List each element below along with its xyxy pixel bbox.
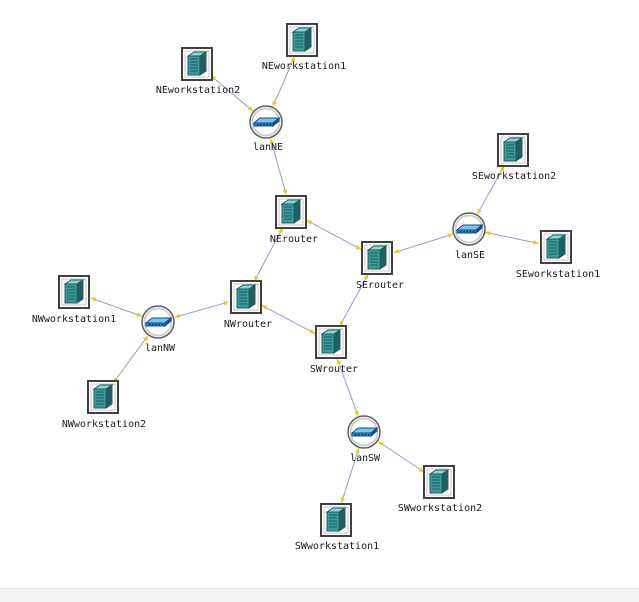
edge-arrowhead bbox=[272, 100, 278, 107]
edge-NEworkstation1-lanNE bbox=[272, 56, 296, 107]
status-strip bbox=[0, 588, 639, 602]
edge-SErouter-SWrouter bbox=[339, 273, 369, 327]
edge-arrowhead bbox=[306, 220, 313, 225]
node-label: lanNE bbox=[253, 142, 283, 153]
edge-lanSW-SWworkstation2 bbox=[377, 441, 425, 473]
edge-arrowhead bbox=[269, 138, 275, 144]
edge-arrowhead bbox=[340, 497, 346, 503]
edge-arrowhead bbox=[282, 189, 288, 195]
node-label: NWworkstation2 bbox=[62, 419, 146, 430]
workstation-computer-icon bbox=[497, 133, 529, 167]
node-lanSW[interactable]: lanSW bbox=[347, 415, 381, 464]
edge-lanSW-SWworkstation1 bbox=[340, 448, 360, 503]
node-SWrouter[interactable]: SWrouter bbox=[310, 325, 358, 375]
edge-arrowhead bbox=[290, 56, 295, 63]
node-NEworkstation2[interactable]: NEworkstation2 bbox=[156, 47, 240, 96]
workstation-computer-icon bbox=[320, 503, 352, 537]
edge-arrowhead bbox=[336, 358, 342, 365]
edge-NWrouter-SWrouter bbox=[261, 304, 316, 335]
edge-NWrouter-lanNW bbox=[174, 300, 229, 319]
edge-arrowhead bbox=[174, 313, 180, 319]
edge-arrowhead bbox=[447, 233, 453, 238]
lan-hub-icon bbox=[452, 212, 486, 246]
node-NEworkstation1[interactable]: NEworkstation1 bbox=[262, 23, 346, 72]
edge-arrowhead bbox=[477, 208, 482, 215]
edge-lanSE-SEworkstation1 bbox=[485, 231, 539, 245]
router-computer-icon bbox=[315, 325, 347, 359]
edge-arrowhead bbox=[485, 231, 492, 236]
edge-arrowhead bbox=[136, 312, 142, 317]
node-label: NEworkstation1 bbox=[262, 61, 346, 72]
node-label: SEworkstation1 bbox=[516, 269, 600, 280]
edge-arrowhead bbox=[339, 320, 345, 327]
edge-lanNE-NErouter bbox=[269, 138, 288, 195]
edge-arrowhead bbox=[354, 410, 359, 417]
node-NWworkstation2[interactable]: NWworkstation2 bbox=[62, 380, 146, 430]
edge-arrowhead bbox=[499, 165, 505, 172]
node-label: NEworkstation2 bbox=[156, 85, 240, 96]
workstation-computer-icon bbox=[423, 465, 455, 499]
edge-arrowhead bbox=[261, 305, 268, 310]
edge-arrowhead bbox=[378, 441, 384, 447]
edge-arrowhead bbox=[254, 275, 259, 282]
lan-hub-icon bbox=[249, 105, 283, 139]
node-NWrouter[interactable]: NWrouter bbox=[224, 280, 272, 330]
edge-arrowhead bbox=[90, 297, 97, 302]
node-lanNE[interactable]: lanNE bbox=[249, 105, 283, 153]
node-lanNW[interactable]: lanNW bbox=[141, 305, 176, 354]
node-lanSE[interactable]: lanSE bbox=[452, 212, 486, 261]
node-SWworkstation2[interactable]: SWworkstation2 bbox=[398, 465, 482, 514]
edge-arrowhead bbox=[355, 448, 360, 454]
node-label: NErouter bbox=[270, 234, 318, 245]
router-computer-icon bbox=[275, 195, 307, 229]
workstation-computer-icon bbox=[58, 275, 90, 309]
router-computer-icon bbox=[230, 280, 262, 314]
workstation-computer-icon bbox=[87, 380, 119, 414]
node-SErouter[interactable]: SErouter bbox=[356, 241, 404, 291]
node-NErouter[interactable]: NErouter bbox=[270, 195, 318, 245]
edge-arrowhead bbox=[394, 248, 400, 254]
node-label: SErouter bbox=[356, 280, 404, 291]
node-NWworkstation1[interactable]: NWworkstation1 bbox=[32, 275, 116, 325]
edge-lanNW-NWworkstation2 bbox=[113, 335, 149, 383]
node-SWworkstation1[interactable]: SWworkstation1 bbox=[295, 503, 379, 552]
edge-NErouter-SErouter bbox=[306, 220, 362, 250]
edge-lanNW-NWworkstation1 bbox=[90, 297, 143, 317]
edges-layer bbox=[90, 56, 539, 503]
node-label: SEworkstation2 bbox=[472, 171, 556, 182]
edge-SEworkstation2-lanSE bbox=[476, 165, 505, 215]
node-SEworkstation1[interactable]: SEworkstation1 bbox=[516, 230, 600, 280]
edge-arrowhead bbox=[247, 106, 253, 112]
lan-hub-icon bbox=[141, 305, 175, 339]
edge-lanSE-SErouter bbox=[394, 233, 453, 254]
edge-arrowhead bbox=[223, 300, 229, 306]
edge-NErouter-NWrouter bbox=[253, 227, 284, 282]
node-label: lanSE bbox=[455, 250, 485, 261]
node-label: SWrouter bbox=[310, 364, 358, 375]
node-SEworkstation2[interactable]: SEworkstation2 bbox=[472, 133, 556, 182]
workstation-computer-icon bbox=[286, 23, 318, 57]
node-label: lanNW bbox=[145, 343, 176, 354]
workstation-computer-icon bbox=[540, 230, 572, 264]
edge-arrowhead bbox=[278, 227, 283, 234]
lan-hub-icon bbox=[347, 415, 381, 449]
edge-arrowhead bbox=[355, 245, 362, 250]
edge-arrowhead bbox=[309, 329, 316, 334]
router-computer-icon bbox=[361, 241, 393, 275]
edge-arrowhead bbox=[532, 239, 539, 245]
node-label: lanSW bbox=[350, 453, 381, 464]
node-label: SWworkstation1 bbox=[295, 541, 379, 552]
edge-arrowhead bbox=[418, 467, 425, 473]
workstation-computer-icon bbox=[181, 47, 213, 81]
node-label: NWworkstation1 bbox=[32, 314, 116, 325]
edge-SWrouter-lanSW bbox=[336, 358, 359, 417]
edge-arrowhead bbox=[363, 273, 369, 280]
node-label: SWworkstation2 bbox=[398, 503, 482, 514]
edge-arrowhead bbox=[143, 335, 148, 342]
node-label: NWrouter bbox=[224, 319, 272, 330]
